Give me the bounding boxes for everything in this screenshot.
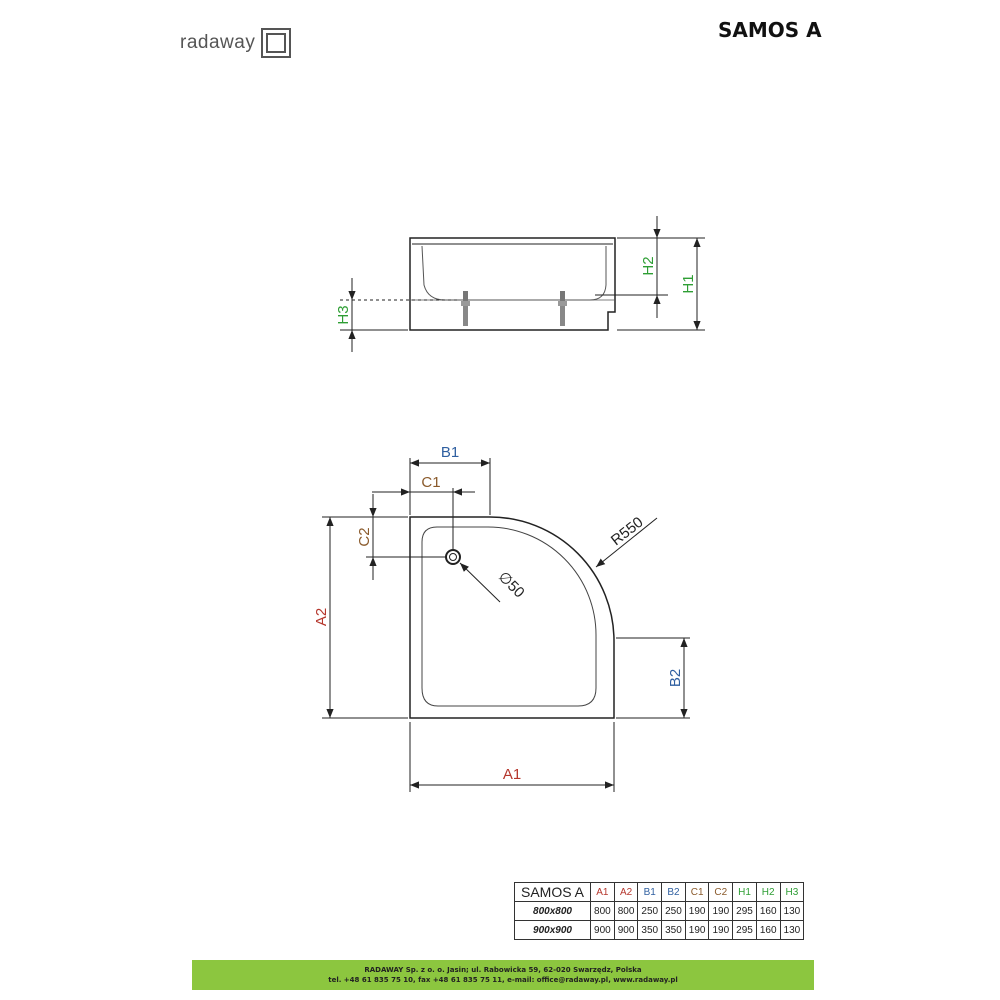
row-size: 900x900: [513, 920, 592, 940]
tray-basin-section: [421, 245, 607, 301]
cell-value: 190: [684, 920, 710, 940]
c1-label: C1: [421, 474, 440, 491]
col-header-h1: H1: [732, 882, 757, 902]
cell-value: 295: [732, 901, 757, 921]
cell-value: 350: [637, 920, 663, 940]
cell-value: 350: [661, 920, 686, 940]
cell-value: 900: [613, 920, 639, 940]
support-leg-right: [558, 291, 567, 326]
drain-icon: [445, 549, 461, 565]
tray-inner-outline: [421, 526, 597, 707]
drain-label: ∅50: [495, 568, 528, 601]
cell-value: 160: [755, 920, 781, 940]
footer-bar: RADAWAY Sp. z o. o. Jasin; ul. Rabowicka…: [192, 960, 814, 990]
col-header-a1: A1: [590, 882, 615, 902]
radius-label: R550: [608, 514, 647, 549]
brand-name: radaway: [180, 32, 256, 53]
col-header-h3: H3: [779, 882, 805, 902]
row-size: 800x800: [513, 901, 592, 921]
page-title: SAMOS A: [718, 18, 822, 42]
table-model-header: SAMOS A: [513, 882, 592, 902]
brand-logo: radaway: [180, 28, 292, 58]
col-header-b1: B1: [637, 882, 663, 902]
col-header-b2: B2: [661, 882, 686, 902]
top-view: B1 C1 C2 A2 A1 B2 R550 ∅50: [313, 444, 690, 792]
support-leg-left: [461, 291, 470, 326]
tray-outer-outline: [409, 516, 615, 719]
h1-label: H1: [680, 274, 697, 293]
cell-value: 190: [708, 901, 734, 921]
footer-address: RADAWAY Sp. z o. o. Jasin; ul. Rabowicka…: [364, 966, 642, 974]
table-row: 800x800 800 800 250 250 190 190 295 160 …: [513, 901, 805, 921]
footer-contact: tel. +48 61 835 75 10, fax +48 61 835 75…: [328, 976, 678, 984]
cell-value: 190: [708, 920, 734, 940]
cell-value: 250: [637, 901, 663, 921]
c2-label: C2: [356, 527, 373, 546]
tray-outline: [409, 237, 616, 331]
cell-value: 160: [755, 901, 781, 921]
a2-label: A2: [313, 608, 330, 626]
dimensions-table: SAMOS A A1 A2 B1 B2 C1 C2 H1 H2 H3 800x8…: [513, 882, 805, 940]
cell-value: 900: [590, 920, 615, 940]
cell-value: 190: [684, 901, 710, 921]
table-row: 900x900 900 900 350 350 190 190 295 160 …: [513, 920, 805, 940]
drain-leader: [459, 562, 501, 603]
table-header-row: SAMOS A A1 A2 B1 B2 C1 C2 H1 H2 H3: [513, 882, 805, 902]
brand-square-icon: [261, 28, 292, 58]
a1-label: A1: [503, 766, 521, 783]
cell-value: 250: [661, 901, 686, 921]
cell-value: 130: [779, 901, 805, 921]
b1-label: B1: [441, 444, 459, 461]
cell-value: 295: [732, 920, 757, 940]
b2-label: B2: [667, 669, 684, 687]
radius-leader: [595, 517, 658, 568]
cell-value: 800: [590, 901, 615, 921]
h2-label: H2: [640, 256, 657, 275]
col-header-c1: C1: [684, 882, 710, 902]
col-header-a2: A2: [613, 882, 639, 902]
col-header-c2: C2: [708, 882, 734, 902]
h3-label: H3: [335, 305, 352, 324]
cell-value: 800: [613, 901, 639, 921]
cell-value: 130: [779, 920, 805, 940]
side-view: H3 H2 H1: [335, 216, 705, 352]
col-header-h2: H2: [755, 882, 781, 902]
